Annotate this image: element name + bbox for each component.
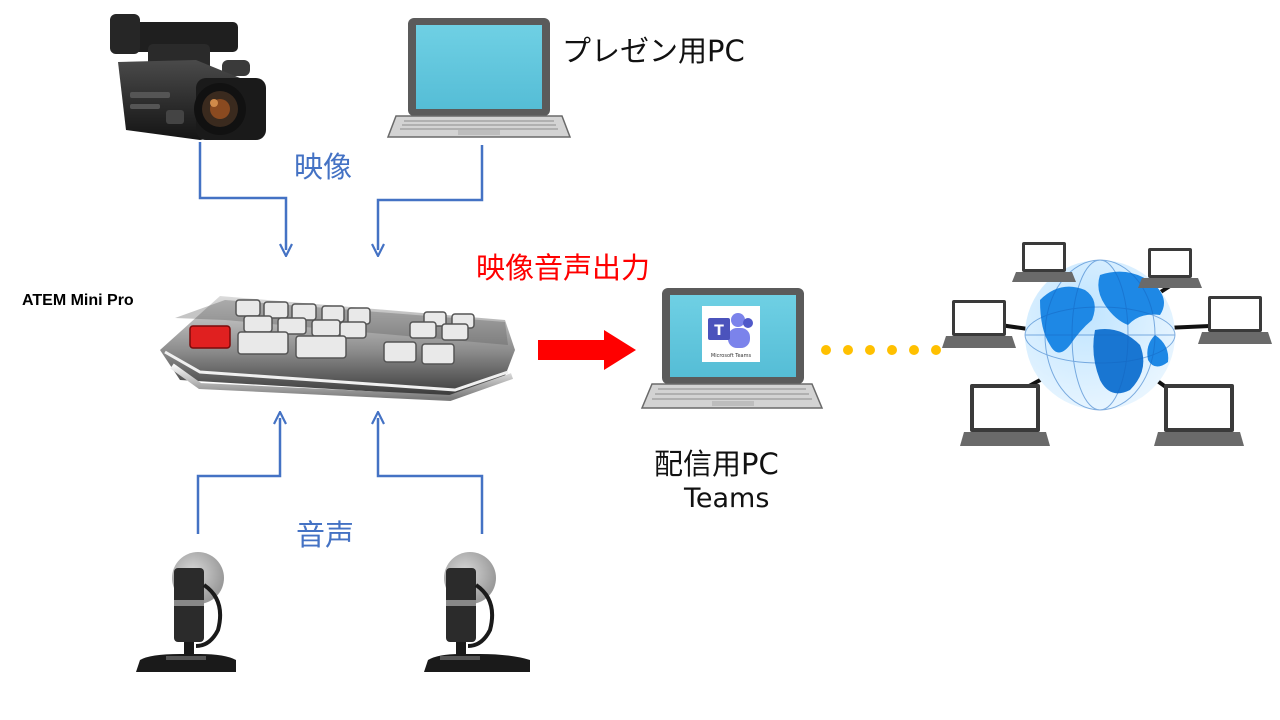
svg-text:T: T xyxy=(714,323,724,339)
microphone-icon xyxy=(136,552,236,672)
streaming-pc-label: 配信用PC xyxy=(654,447,779,481)
presentation-pc-label: プレゼン用PC xyxy=(562,34,745,68)
video-camera-icon xyxy=(110,14,266,140)
video-label: 映像 xyxy=(294,150,353,184)
teams-label: Teams xyxy=(684,483,770,514)
teams-app-label: Microsoft Teams xyxy=(711,353,752,359)
audio-input-arrows xyxy=(196,418,484,534)
teams-app-window: T Microsoft Teams xyxy=(702,306,760,362)
laptop-arrow xyxy=(378,145,484,250)
client-laptop-icon xyxy=(1198,296,1272,344)
microphone-icon xyxy=(424,552,530,672)
right-mic-arrow xyxy=(378,418,484,534)
presentation-laptop-icon xyxy=(386,18,572,138)
globe-icon xyxy=(1024,259,1176,411)
output-arrow xyxy=(538,330,636,370)
atem-label: ATEM Mini Pro xyxy=(22,292,134,309)
client-laptop-icon xyxy=(1012,242,1076,282)
left-mic-arrow xyxy=(196,418,280,534)
camera-arrow xyxy=(198,142,286,250)
atem-switcher-icon xyxy=(160,296,515,402)
network-connection-dots xyxy=(821,345,941,355)
video-input-arrows xyxy=(198,142,484,250)
client-laptop-icon xyxy=(942,300,1016,348)
client-laptop-icon xyxy=(960,384,1050,446)
output-label: 映像音声出力 xyxy=(476,251,651,285)
atem-red-button xyxy=(189,325,231,349)
client-laptop-icon xyxy=(1154,384,1244,446)
client-laptop-icon xyxy=(1138,248,1202,288)
audio-label: 音声 xyxy=(296,518,355,552)
